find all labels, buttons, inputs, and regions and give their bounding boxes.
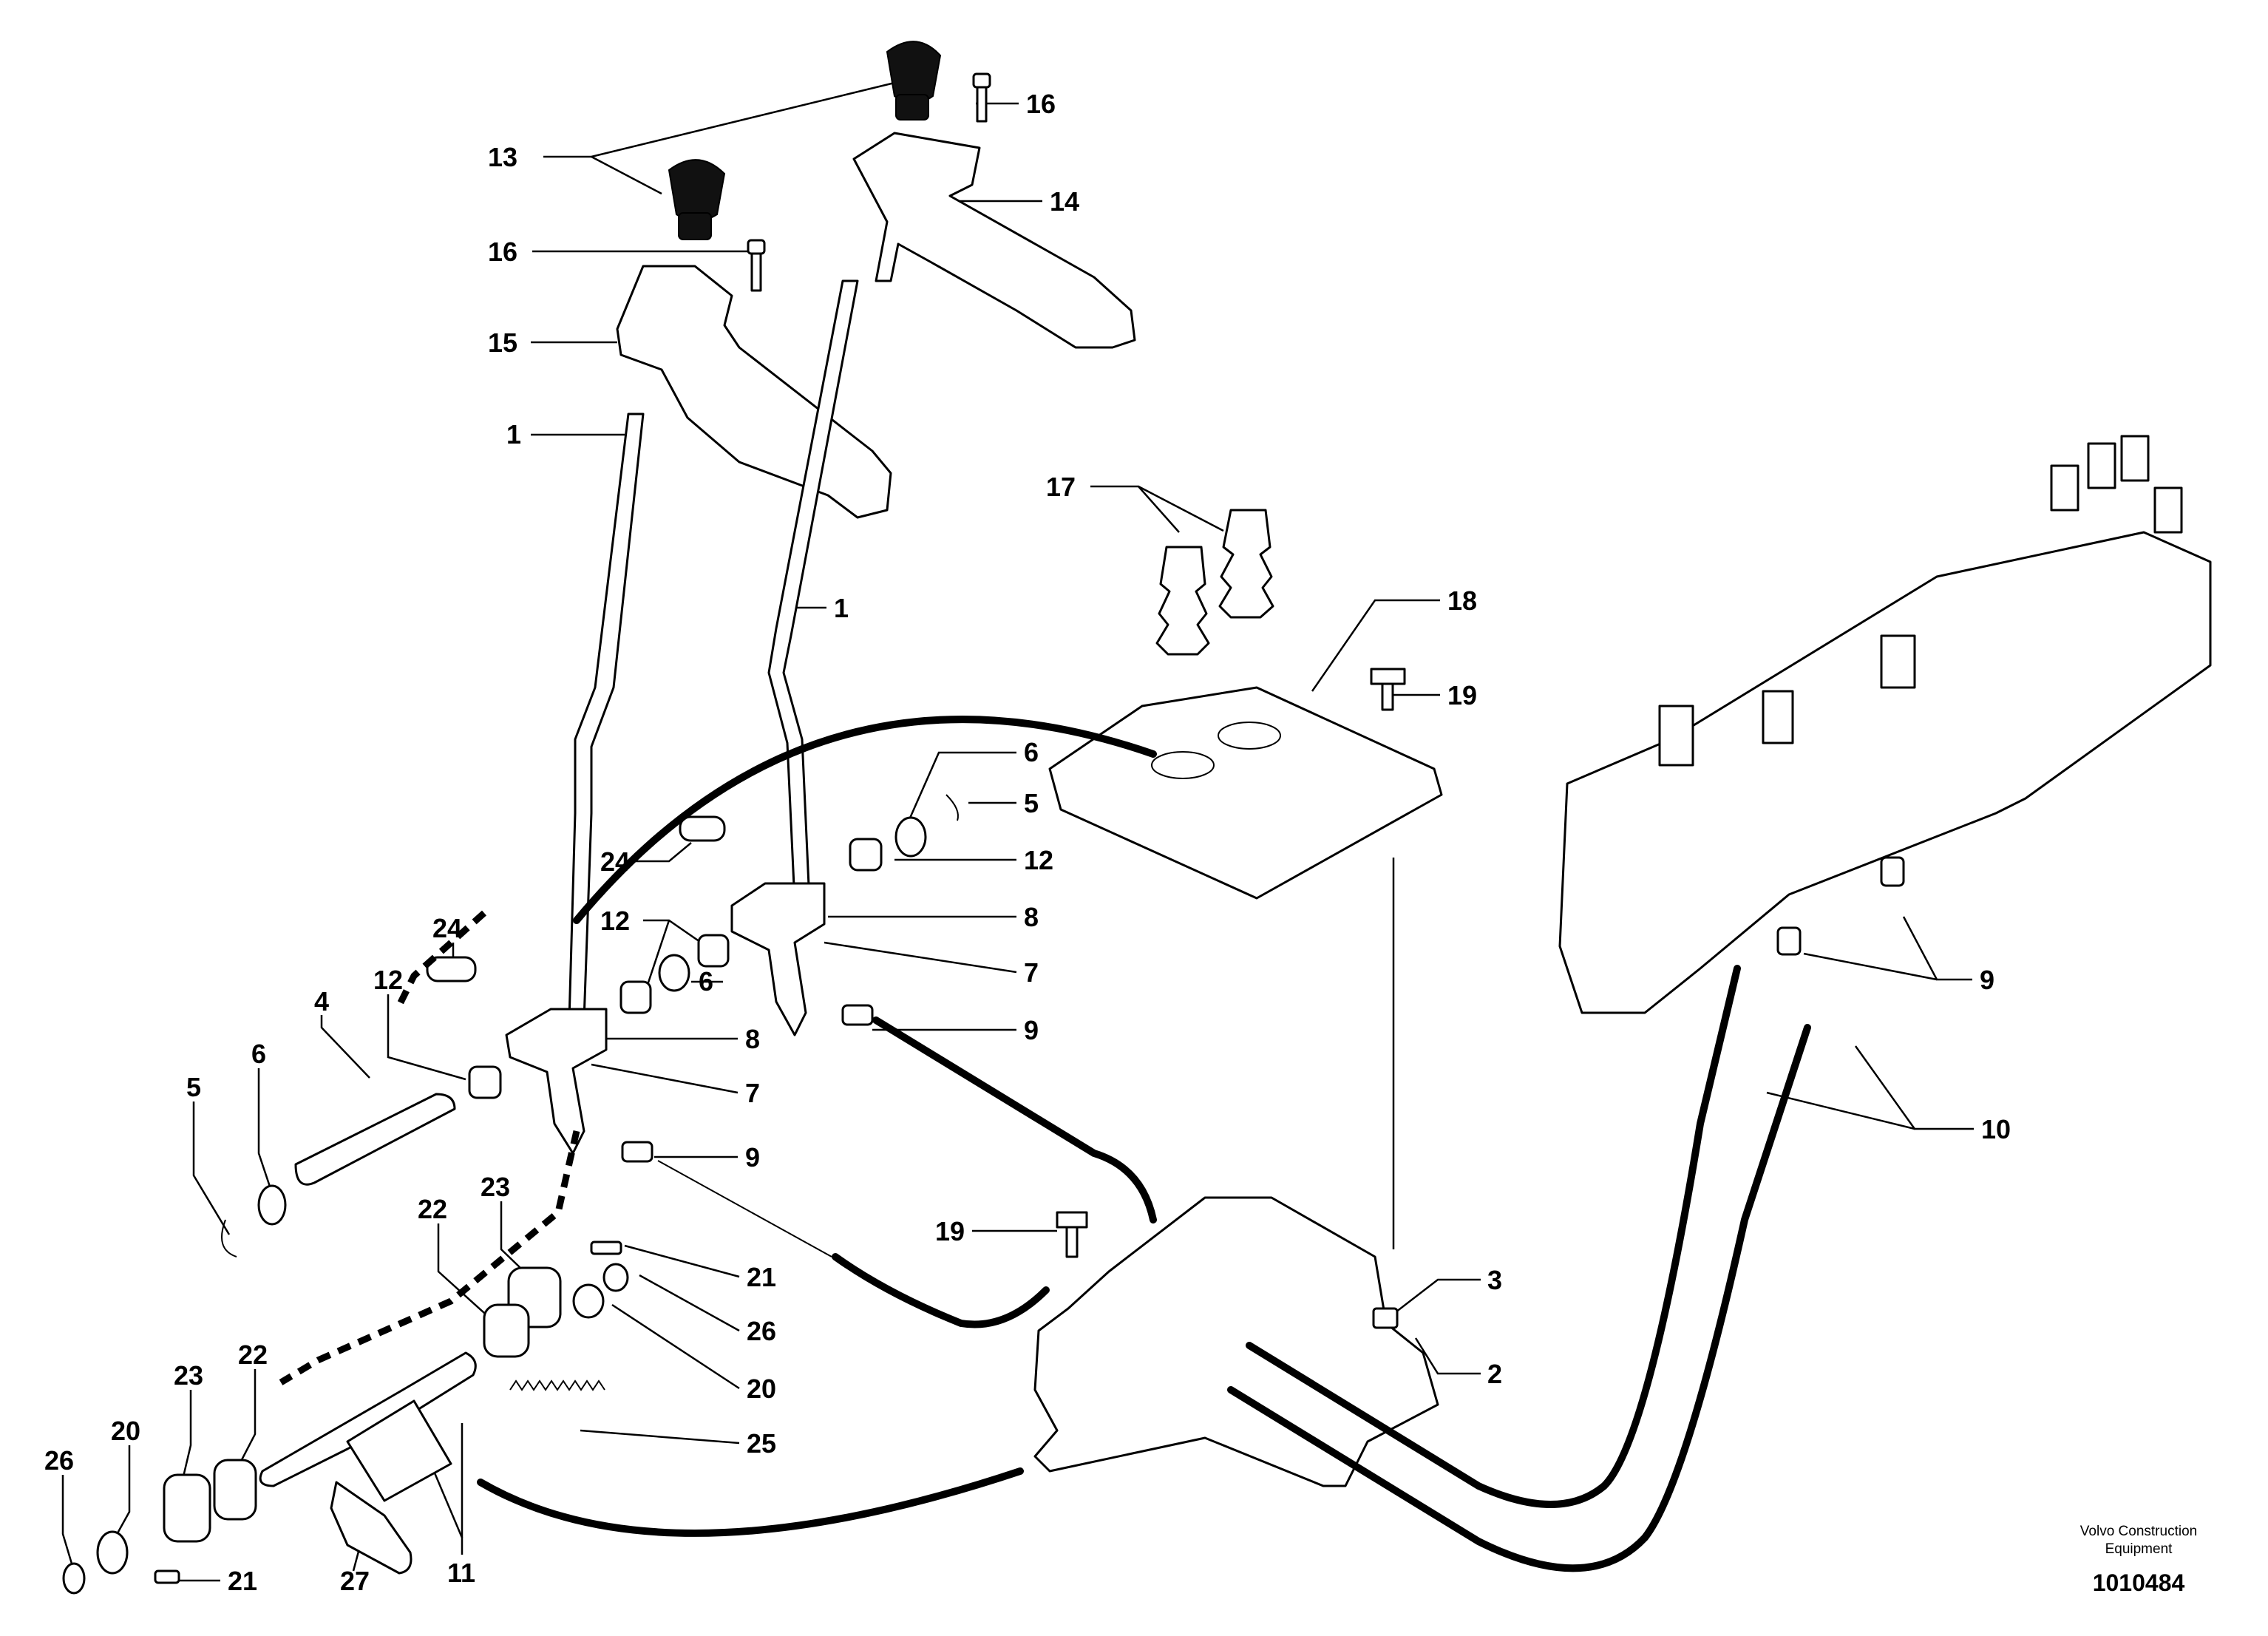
callout-8b: 8	[745, 1024, 760, 1054]
callout-1b: 1	[834, 593, 849, 623]
callout-13: 13	[488, 142, 517, 172]
callout-7b: 7	[745, 1078, 760, 1108]
callout-12b: 12	[600, 906, 630, 936]
callout-9a: 9	[1024, 1015, 1039, 1045]
callout-19b: 19	[935, 1216, 965, 1246]
callout-21b: 21	[228, 1566, 257, 1596]
bushing-12-right	[849, 838, 883, 872]
lever-1-right	[767, 279, 859, 903]
callout-12c: 12	[373, 965, 403, 995]
cable-end-9-valve-a	[1776, 926, 1802, 956]
gasket-22-right	[483, 1303, 530, 1358]
screw-16-lower	[747, 239, 766, 292]
parts-art	[62, 41, 2212, 1595]
callout-9c: 9	[1980, 965, 1994, 995]
callout-15: 15	[488, 327, 517, 358]
callout-16b: 16	[488, 237, 517, 267]
callout-14: 14	[1050, 186, 1079, 217]
title-block: Volvo Construction Equipment 1010484	[2080, 1524, 2197, 1596]
callout-6c: 6	[251, 1039, 266, 1069]
spring-25	[509, 1379, 605, 1391]
cable-end-9-right	[841, 1004, 874, 1026]
callout-6a: 6	[1024, 737, 1039, 767]
callout-23a: 23	[481, 1172, 510, 1202]
callouts: 1 1 2 3 4 5 5 6 6 6 7 7 8 8 9 9 9 10 11 …	[44, 89, 2011, 1596]
brand-line-2: Equipment	[2105, 1541, 2173, 1557]
callout-26a: 26	[747, 1316, 776, 1346]
screw-19-top	[1370, 668, 1406, 711]
screw-21-right	[590, 1240, 622, 1255]
base-bracket-2	[1033, 1196, 1439, 1487]
callout-25: 25	[747, 1428, 776, 1459]
callout-5a: 5	[1024, 788, 1039, 818]
linkage-11	[259, 1351, 477, 1487]
brand-line-1: Volvo Construction	[2080, 1524, 2197, 1539]
callout-17: 17	[1046, 472, 1076, 502]
clip-3	[1372, 1307, 1399, 1329]
clip-5-right	[945, 794, 959, 821]
lever-bracket-left	[505, 1008, 608, 1155]
clip-5-left	[221, 1219, 237, 1257]
washer-6-right	[894, 816, 927, 858]
washer-20-left	[96, 1530, 129, 1575]
knob-13-lower	[668, 159, 726, 240]
lever-bracket-right	[730, 882, 826, 1036]
cable-end-9-valve-b	[1880, 856, 1905, 887]
document-number: 1010484	[2093, 1569, 2185, 1596]
control-valve-block	[1558, 531, 2212, 1014]
pedal-14	[852, 132, 1136, 349]
callout-7a: 7	[1024, 957, 1039, 988]
screw-21-left	[154, 1569, 180, 1584]
callout-5b: 5	[186, 1072, 201, 1102]
callout-22b: 22	[238, 1340, 268, 1370]
cable-end-9-left	[621, 1141, 653, 1163]
callout-16a: 16	[1026, 89, 1056, 119]
washer-26-right	[602, 1263, 629, 1292]
boot-17-left	[1155, 546, 1210, 656]
callout-10: 10	[1981, 1114, 2011, 1144]
pin-4	[294, 1093, 456, 1186]
callout-1a: 1	[506, 419, 521, 449]
screw-16-upper	[972, 72, 991, 123]
callout-19a: 19	[1447, 680, 1477, 710]
bushing-12-left	[468, 1065, 502, 1099]
callout-18: 18	[1447, 586, 1477, 616]
callout-26b: 26	[44, 1445, 74, 1476]
washer-20-right	[572, 1283, 605, 1319]
callout-20a: 20	[747, 1374, 776, 1404]
callout-22a: 22	[418, 1194, 447, 1224]
washer-6-mid	[658, 954, 690, 992]
sensor-27	[330, 1481, 412, 1575]
callout-12a: 12	[1024, 845, 1053, 875]
boot-17-right	[1218, 509, 1274, 619]
washer-26-left	[62, 1562, 86, 1595]
callout-21a: 21	[747, 1262, 776, 1292]
bushing-12-mid-a	[619, 980, 652, 1014]
callout-3: 3	[1487, 1265, 1502, 1295]
callout-2: 2	[1487, 1359, 1502, 1389]
callout-6b: 6	[699, 966, 713, 997]
callout-20b: 20	[111, 1416, 140, 1446]
callout-27: 27	[340, 1566, 370, 1596]
cover-plate-18	[1048, 686, 1443, 900]
cables	[279, 716, 1811, 1572]
callout-4: 4	[314, 986, 329, 1016]
bushing-12-mid-b	[697, 934, 730, 968]
gasket-22-left	[213, 1459, 257, 1521]
callout-9b: 9	[745, 1142, 760, 1172]
flange-23-left	[163, 1473, 211, 1543]
knob-13-upper	[886, 41, 942, 121]
plate-24-upper	[679, 815, 726, 842]
screw-19-bottom	[1056, 1211, 1088, 1258]
callout-23b: 23	[174, 1360, 203, 1391]
callout-24a: 24	[600, 846, 630, 877]
callout-8a: 8	[1024, 902, 1039, 932]
callout-24b: 24	[432, 913, 462, 943]
plate-24-lower	[426, 956, 477, 982]
callout-11: 11	[447, 1558, 475, 1588]
washer-6-left	[257, 1184, 287, 1226]
